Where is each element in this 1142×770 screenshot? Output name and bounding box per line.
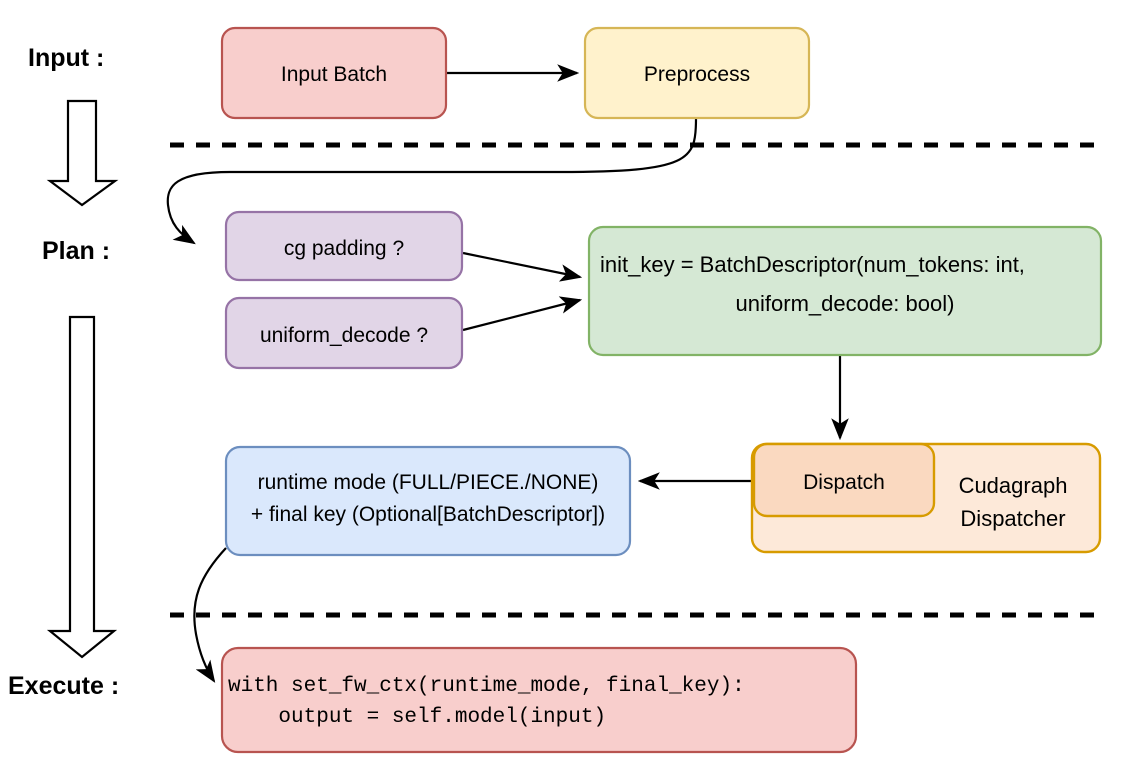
node-execute-code-line2: output = self.model(input) [228,706,606,729]
node-cg-padding-shape [224,210,464,282]
node-init-key[interactable]: init_key = BatchDescriptor(num_tokens: i… [587,225,1103,357]
node-runtime-mode[interactable]: runtime mode (FULL/PIECE./NONE) + final … [224,445,632,557]
node-runtime-mode-shape [224,445,632,557]
node-cudagraph-dispatcher-line1: Cudagraph [959,473,1068,498]
node-init-key-shape [587,225,1103,357]
node-input-batch-label: Input Batch [281,63,387,86]
node-execute-code-line1: with set_fw_ctx(runtime_mode, final_key)… [228,675,745,698]
stage-label-execute: Execute : [8,672,119,700]
node-runtime-mode-line1: runtime mode (FULL/PIECE./NONE) [258,471,599,494]
node-uniform-decode-shape [224,296,464,370]
stage-progress-arrow-input-to-plan [46,99,119,207]
node-input-batch-shape [220,26,448,120]
node-dispatch-label: Dispatch [803,471,885,494]
node-cudagraph-dispatcher-line2: Dispatcher [960,506,1065,531]
node-input-batch[interactable]: Input Batch [220,26,448,120]
node-init-key-line1: init_key = BatchDescriptor(num_tokens: i… [600,252,1025,277]
node-dispatch-shape [752,442,936,518]
node-preprocess[interactable]: Preprocess [583,26,811,120]
node-init-key-line2: uniform_decode: bool) [736,291,955,316]
edge-runtime-mode-to-execute-code [193,547,227,683]
edge-cg-padding-to-init-key [462,251,583,282]
node-cg-padding[interactable]: cg padding ? [224,210,464,282]
node-uniform-decode[interactable]: uniform_decode ? [224,296,464,370]
node-preprocess-shape [583,26,811,120]
edge-preprocess-to-cg-padding [166,118,698,245]
stage-progress-arrow-plan-to-execute [46,315,118,659]
stage-label-input: Input : [28,44,104,72]
node-dispatch[interactable]: Dispatch [752,442,936,518]
edge-uniform-decode-to-init-key [462,296,583,332]
node-cg-padding-label: cg padding ? [284,237,404,260]
node-execute-code[interactable]: with set_fw_ctx(runtime_mode, final_key)… [220,646,858,754]
node-preprocess-label: Preprocess [644,63,750,86]
node-execute-code-shape [220,646,858,754]
node-uniform-decode-label: uniform_decode ? [260,324,428,347]
stage-label-plan: Plan : [42,237,110,265]
node-runtime-mode-line2: + final key (Optional[BatchDescriptor]) [251,503,605,526]
